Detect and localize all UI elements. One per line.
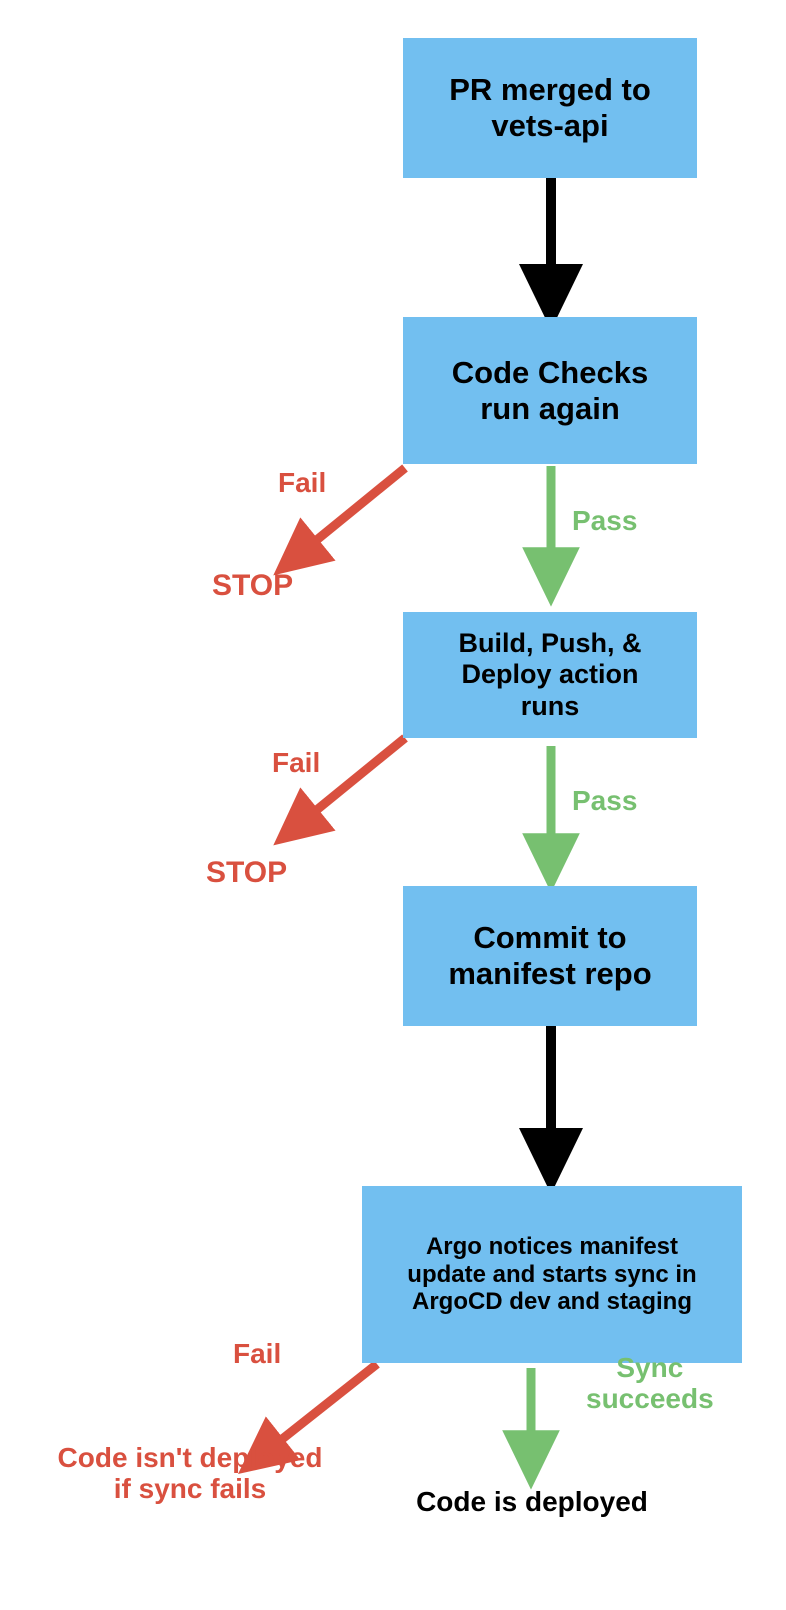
terminal-stop-2: STOP [206,856,288,889]
terminal-not-deployed: Code isn't deployed if sync fails [57,1442,323,1505]
terminal-code-is-deployed: Code is deployed [416,1486,648,1517]
node-build-push-deploy-label: Build, Push, & Deploy action runs [458,628,642,721]
edge-label-pass-2: Pass [572,785,638,816]
node-commit-manifest[interactable]: Commit to manifest repo [403,886,697,1026]
node-argo-sync-label: Argo notices manifest update and starts … [407,1233,697,1316]
edge-label-fail-1: Fail [278,467,327,498]
edge-label-pass-1: Pass [572,505,638,536]
edge-label-fail-3: Fail [233,1338,282,1369]
node-pr-merged-label: PR merged to vets-api [449,72,651,143]
terminal-stop-1: STOP [212,569,294,602]
node-code-checks-label: Code Checks run again [451,354,649,426]
node-build-push-deploy[interactable]: Build, Push, & Deploy action runs [403,612,697,738]
node-pr-merged[interactable]: PR merged to vets-api [403,38,697,178]
node-code-checks[interactable]: Code Checks run again [403,317,697,464]
node-commit-manifest-label: Commit to manifest repo [448,920,652,991]
edge-label-fail-2: Fail [272,747,321,778]
node-argo-sync[interactable]: Argo notices manifest update and starts … [362,1186,742,1363]
edge-label-sync-succeeds: Sync succeeds [586,1352,714,1415]
